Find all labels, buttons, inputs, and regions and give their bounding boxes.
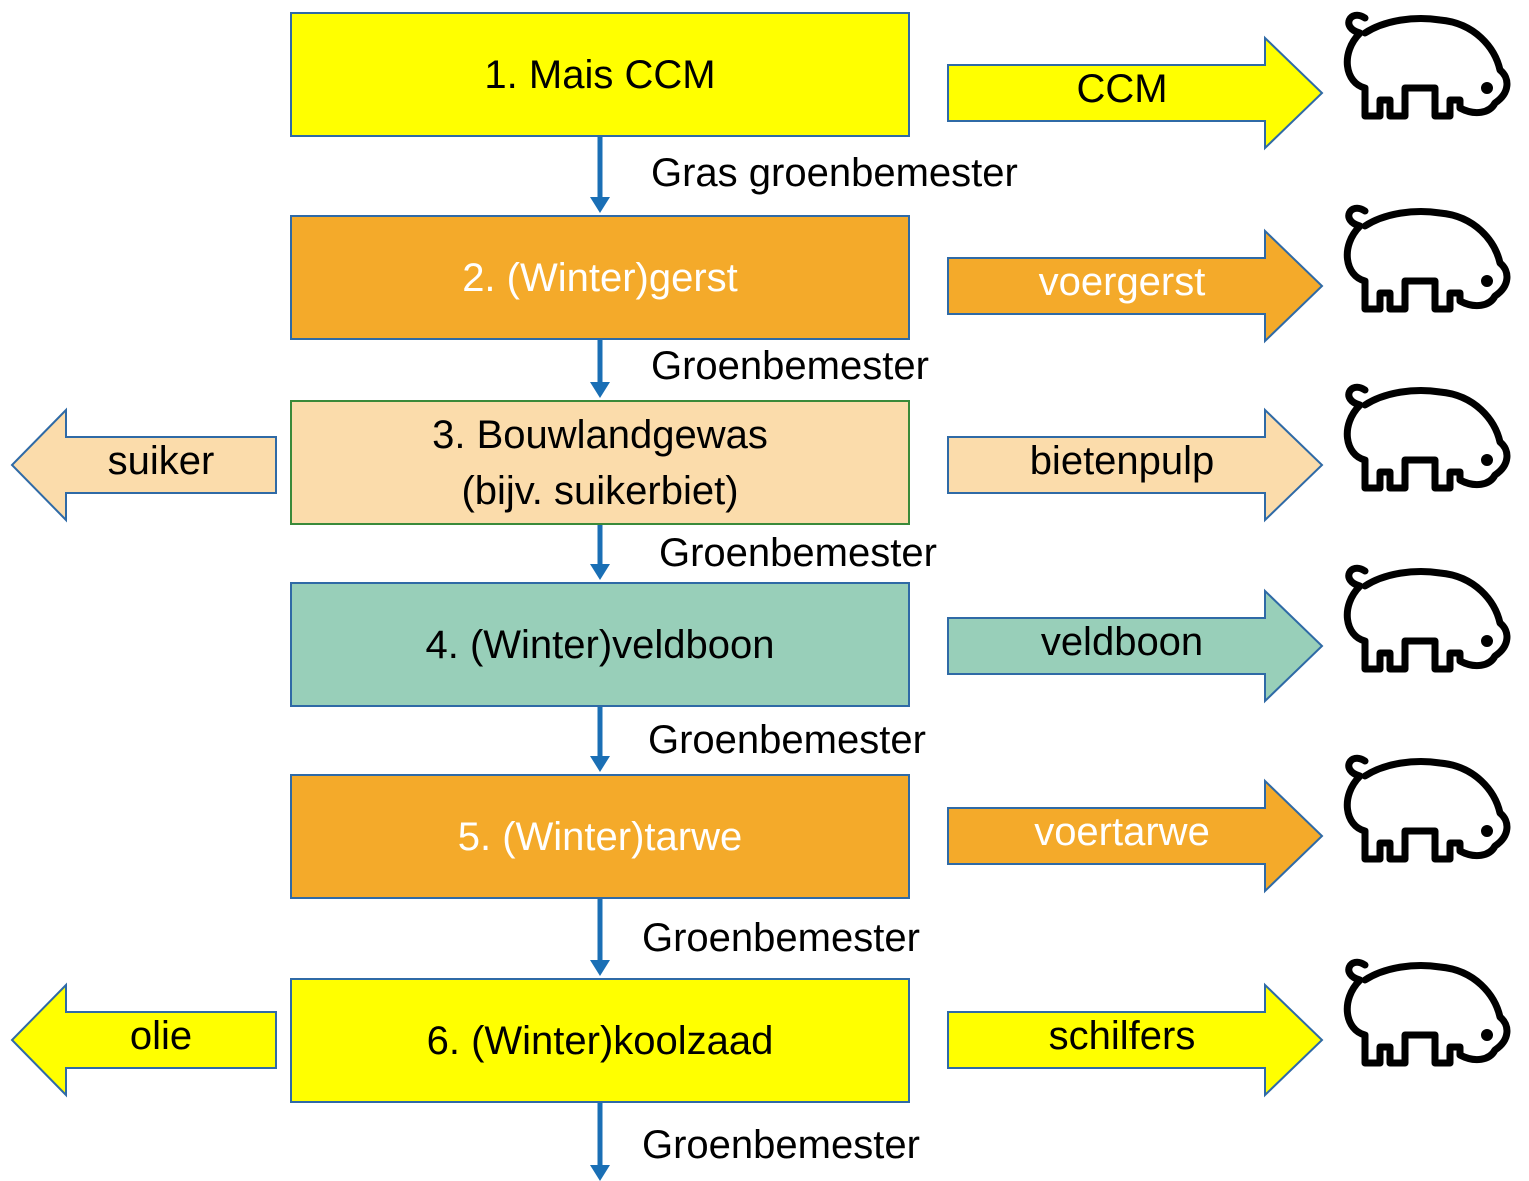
transition-label: Groenbemester [659, 531, 937, 575]
flow-arrow-head [590, 382, 610, 398]
pig-icon [1343, 754, 1511, 863]
product-arrow-right [947, 778, 1324, 894]
transition-label: Groenbemester [651, 344, 929, 388]
crop-box-2: 2. (Winter)gerst [290, 215, 910, 340]
transition-label: Gras groenbemester [651, 151, 1018, 195]
flow-arrow-head [590, 960, 610, 976]
pig-icon [1343, 564, 1511, 673]
product-label-right: schilfers [1048, 1014, 1196, 1058]
product-label-right: CCM [1076, 67, 1168, 111]
crop-label: 5. (Winter)tarwe [457, 814, 743, 859]
product-arrow-right [947, 588, 1324, 704]
product-arrow-right [947, 982, 1324, 1098]
flow-arrow-head [590, 756, 610, 772]
product-arrow-right [947, 35, 1324, 151]
flow-arrow-head [590, 1165, 610, 1181]
product-label-right: bietenpulp [1029, 439, 1215, 483]
crop-label: 1. Mais CCM [484, 52, 716, 97]
crop-label: 4. (Winter)veldboon [425, 622, 775, 667]
crop-label: 2. (Winter)gerst [462, 255, 738, 300]
crop-sublabel: (bijv. suikerbiet) [461, 468, 739, 513]
product-label-left: suiker [107, 439, 215, 483]
product-label-right: voertarwe [1034, 810, 1210, 854]
product-label-right: veldboon [1040, 620, 1204, 664]
pig-icon [1343, 11, 1511, 120]
crop-label: 3. Bouwlandgewas [432, 412, 768, 457]
flow-arrow-head [590, 197, 610, 213]
transition-label: Groenbemester [642, 916, 920, 960]
pig-icon [1343, 958, 1511, 1067]
pig-icon [1343, 204, 1511, 313]
pig-icon [1343, 383, 1511, 492]
product-arrow-right [947, 407, 1324, 523]
product-arrow-left [10, 982, 277, 1098]
crop-box-3: 3. Bouwlandgewas (bijv. suikerbiet) [290, 400, 910, 525]
transition-label: Groenbemester [642, 1123, 920, 1167]
product-label-left: olie [129, 1014, 193, 1058]
product-label-right: voergerst [1038, 260, 1206, 304]
product-arrow-right [947, 228, 1324, 344]
crop-label: 6. (Winter)koolzaad [426, 1018, 774, 1063]
crop-box-6: 6. (Winter)koolzaad [290, 978, 910, 1103]
transition-label: Groenbemester [648, 718, 926, 762]
crop-box-4: 4. (Winter)veldboon [290, 582, 910, 707]
crop-box-5: 5. (Winter)tarwe [290, 774, 910, 899]
flow-arrow-head [590, 564, 610, 580]
crop-box-1: 1. Mais CCM [290, 12, 910, 137]
product-arrow-left [10, 407, 277, 523]
